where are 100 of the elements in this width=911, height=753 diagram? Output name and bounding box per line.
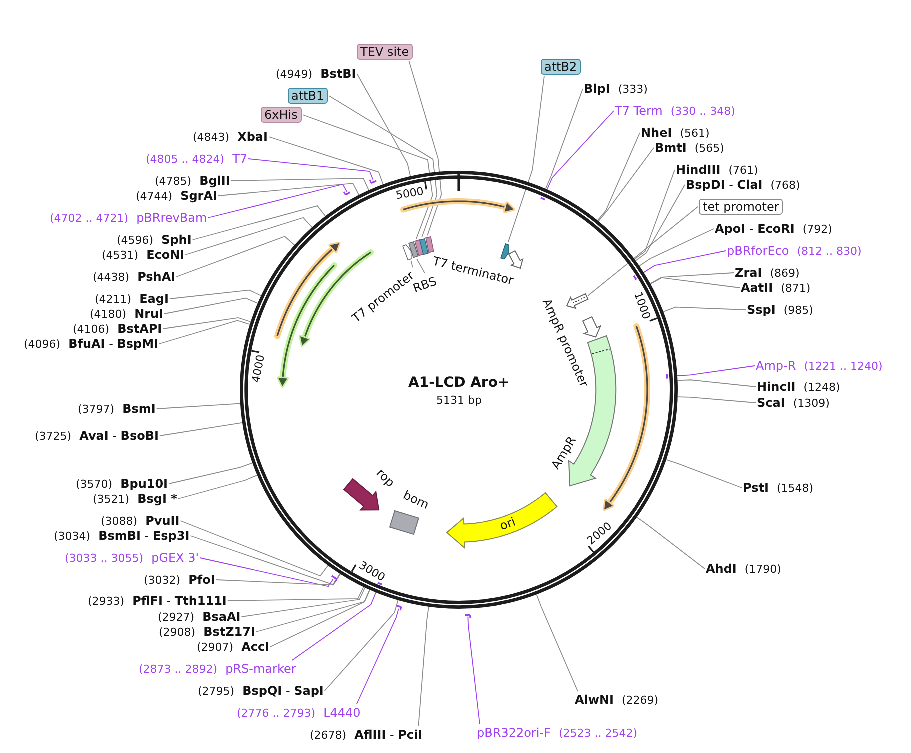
primer-name: Amp-R: [756, 358, 796, 374]
enzyme-name: Bpu10I: [120, 476, 168, 492]
leader-line: [639, 228, 714, 267]
leader-line: [468, 616, 480, 725]
enzyme-name: PshAI: [138, 270, 176, 284]
feature-tag: tet promoter: [699, 199, 784, 215]
leader-line: [663, 306, 746, 312]
cut-position: (2933): [88, 594, 125, 608]
primer-name: pBRrevBam: [136, 210, 208, 226]
cut-position: (333): [618, 82, 648, 96]
scale-label: 4000: [250, 354, 268, 384]
leader-line: [230, 178, 370, 191]
feature-arc: [601, 323, 652, 514]
enzyme-name: PstI: [743, 480, 769, 496]
cut-position: (2795): [198, 684, 235, 698]
scale-label: 1000: [632, 290, 653, 322]
leader-line: [159, 320, 250, 344]
scale-label: 5000: [396, 186, 426, 203]
cut-position: (2678): [310, 728, 347, 742]
feature-tag: TEV site: [356, 44, 414, 60]
primer-mark: [331, 574, 338, 584]
primer-position: (2523 .. 2542): [558, 726, 638, 740]
cut-position: (4596): [117, 232, 154, 248]
cut-position: (4785): [155, 174, 192, 188]
leader-line: [185, 217, 313, 256]
cut-position: (3032): [144, 572, 181, 588]
leader-line: [677, 380, 756, 388]
cut-position: (4096): [24, 336, 61, 352]
feature-marker: [408, 241, 420, 259]
cut-position: (565): [694, 140, 724, 156]
cut-position: (4106): [73, 322, 110, 336]
feature-label: ori: [498, 515, 518, 534]
enzyme-name: BsgI *: [138, 492, 178, 506]
enzyme-name: BsmI: [122, 402, 156, 416]
enzyme-name: BspDI - ClaI: [686, 178, 763, 192]
cut-position: (4211): [95, 292, 132, 306]
enzyme-name: SspI: [747, 302, 776, 318]
primer-position: (1221 .. 1240): [804, 358, 883, 374]
leader-line: [302, 114, 434, 240]
cut-position: (4180): [90, 306, 127, 322]
cut-position: (2269): [622, 692, 659, 708]
primer-name: L4440: [324, 706, 361, 720]
enzyme-name: ZraI: [735, 266, 762, 280]
primer-mark: [464, 614, 472, 620]
primer-mark: [540, 196, 546, 201]
feature-label: rop: [374, 466, 398, 490]
enzyme-name: EcoNI: [146, 248, 185, 262]
primer-mark: [633, 275, 638, 281]
leader-line: [416, 258, 426, 274]
cut-position: (4744): [136, 188, 173, 204]
cut-position: (768): [770, 178, 800, 192]
cut-position: (871): [781, 280, 811, 296]
leader-line: [218, 183, 360, 196]
cut-position: (1248): [804, 380, 840, 394]
plasmid-length: 5131 bp: [436, 394, 482, 406]
enzyme-name: PvuII: [146, 514, 180, 528]
cut-position: (761): [728, 162, 758, 178]
leader-line: [588, 206, 698, 296]
feature-arc: [274, 240, 344, 340]
cut-position: (4843): [193, 130, 230, 144]
enzyme-name: BsaAI: [202, 610, 241, 624]
primer-mark: [396, 605, 403, 612]
primer-mark: [369, 178, 378, 184]
cut-position: (3088): [101, 514, 138, 528]
leader-line: [270, 590, 370, 648]
cut-position: (985): [784, 302, 814, 318]
cut-position: (3521): [93, 492, 130, 506]
enzyme-name: BstZ17I: [204, 624, 256, 640]
leader-line: [677, 396, 756, 404]
leader-line: [248, 158, 374, 180]
leader-line: [170, 290, 262, 300]
enzyme-name: NheI: [641, 126, 672, 140]
primer-name: pGEX 3': [152, 550, 200, 566]
cut-position: (3570): [76, 476, 113, 492]
primer-name: T7 Term: [615, 104, 663, 118]
enzyme-name: AatII: [741, 280, 774, 296]
enzyme-name: AccI: [242, 640, 270, 654]
primer-name: T7: [232, 152, 248, 166]
cut-position: (1548): [776, 480, 814, 496]
leader-line: [545, 88, 584, 190]
enzyme-name: BfuAI - BspMI: [68, 336, 159, 352]
primer-name: pBR322ori-F: [477, 726, 551, 740]
leader-line: [192, 206, 326, 240]
leader-line: [176, 236, 296, 278]
leader-line: [536, 594, 578, 692]
feature-arc: [400, 198, 518, 215]
primer-position: (2873 .. 2892): [139, 662, 218, 676]
cut-position: (4949): [276, 66, 313, 82]
leader-line: [650, 277, 740, 288]
cut-position: (3034): [54, 528, 91, 544]
enzyme-name: HindIII: [676, 162, 721, 178]
enzyme-name: BsmBI - Esp3I: [98, 528, 190, 544]
feature-marker: [419, 238, 430, 256]
cut-position: (4531): [102, 248, 139, 262]
enzyme-name: AhdI: [706, 562, 737, 576]
leader-line: [200, 558, 334, 588]
leader-line: [164, 298, 258, 314]
leader-line: [508, 76, 545, 243]
primer-mark: [666, 373, 669, 380]
primer-mark: [343, 191, 352, 196]
